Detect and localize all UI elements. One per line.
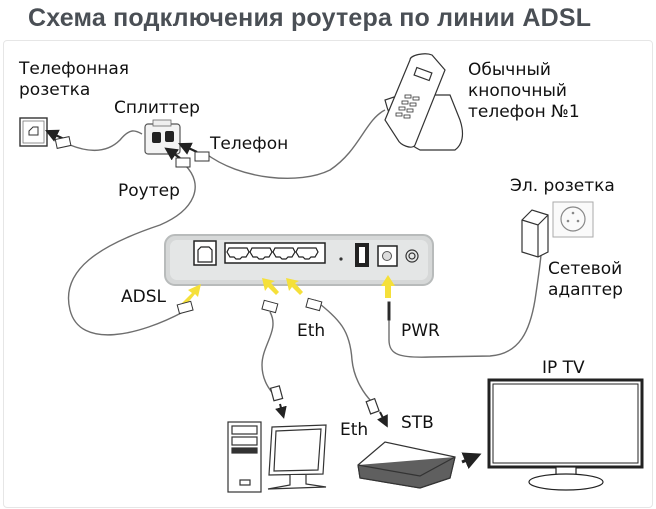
reset-button-icon bbox=[339, 257, 343, 261]
label-phone: Обычный кнопочный телефон №1 bbox=[468, 60, 580, 122]
cable-eth-to-stb bbox=[314, 299, 373, 403]
cables bbox=[67, 109, 542, 403]
stb-icon bbox=[357, 397, 482, 489]
diagram-title: Схема подключения роутера по линии ADSL bbox=[28, 4, 592, 32]
cable-splitter-to-phone bbox=[204, 109, 386, 179]
power-adapter-icon bbox=[521, 209, 549, 258]
label-eth-router: Eth bbox=[297, 321, 326, 341]
label-splitter: Сплиттер bbox=[114, 98, 200, 118]
label-wall-jack: Телефонная розетка bbox=[19, 59, 129, 100]
label-ip-tv: IP TV bbox=[542, 358, 585, 378]
plugs bbox=[176, 297, 391, 321]
computer-icon bbox=[227, 385, 327, 493]
label-eth-stb: Eth bbox=[340, 420, 369, 440]
diagram-frame bbox=[3, 40, 653, 508]
pwr-port-icon bbox=[377, 245, 398, 267]
label-router-port: Роутер bbox=[118, 181, 180, 201]
power-switch-icon bbox=[355, 243, 369, 267]
label-power-outlet: Эл. розетка bbox=[510, 176, 615, 196]
power-outlet-icon bbox=[552, 201, 594, 238]
label-phone-port: Телефон bbox=[210, 134, 289, 154]
arrow-pwr-icon bbox=[381, 275, 395, 298]
cable-splitter-to-adsl bbox=[67, 164, 196, 336]
cable-wall-to-splitter bbox=[69, 130, 143, 152]
yellow-arrows bbox=[182, 275, 395, 305]
label-pwr: PWR bbox=[401, 321, 440, 341]
antenna-port-icon bbox=[405, 249, 419, 263]
arrow-eth2-icon bbox=[286, 278, 303, 295]
cable-adapter-to-router bbox=[388, 254, 542, 358]
router-icon bbox=[164, 234, 434, 286]
wall-jack-icon bbox=[19, 117, 72, 149]
tv-icon bbox=[487, 378, 644, 491]
label-power-adapter: Сетевой адаптер bbox=[548, 259, 623, 300]
phone-icon bbox=[384, 53, 464, 151]
arrow-eth1-icon bbox=[262, 278, 279, 295]
label-adsl: ADSL bbox=[121, 287, 166, 307]
arrow-adsl-icon bbox=[182, 284, 201, 305]
label-stb: STB bbox=[401, 413, 434, 433]
adsl-port-icon bbox=[193, 240, 217, 266]
splitter-icon bbox=[144, 119, 210, 168]
ethernet-ports-icon bbox=[224, 242, 326, 264]
